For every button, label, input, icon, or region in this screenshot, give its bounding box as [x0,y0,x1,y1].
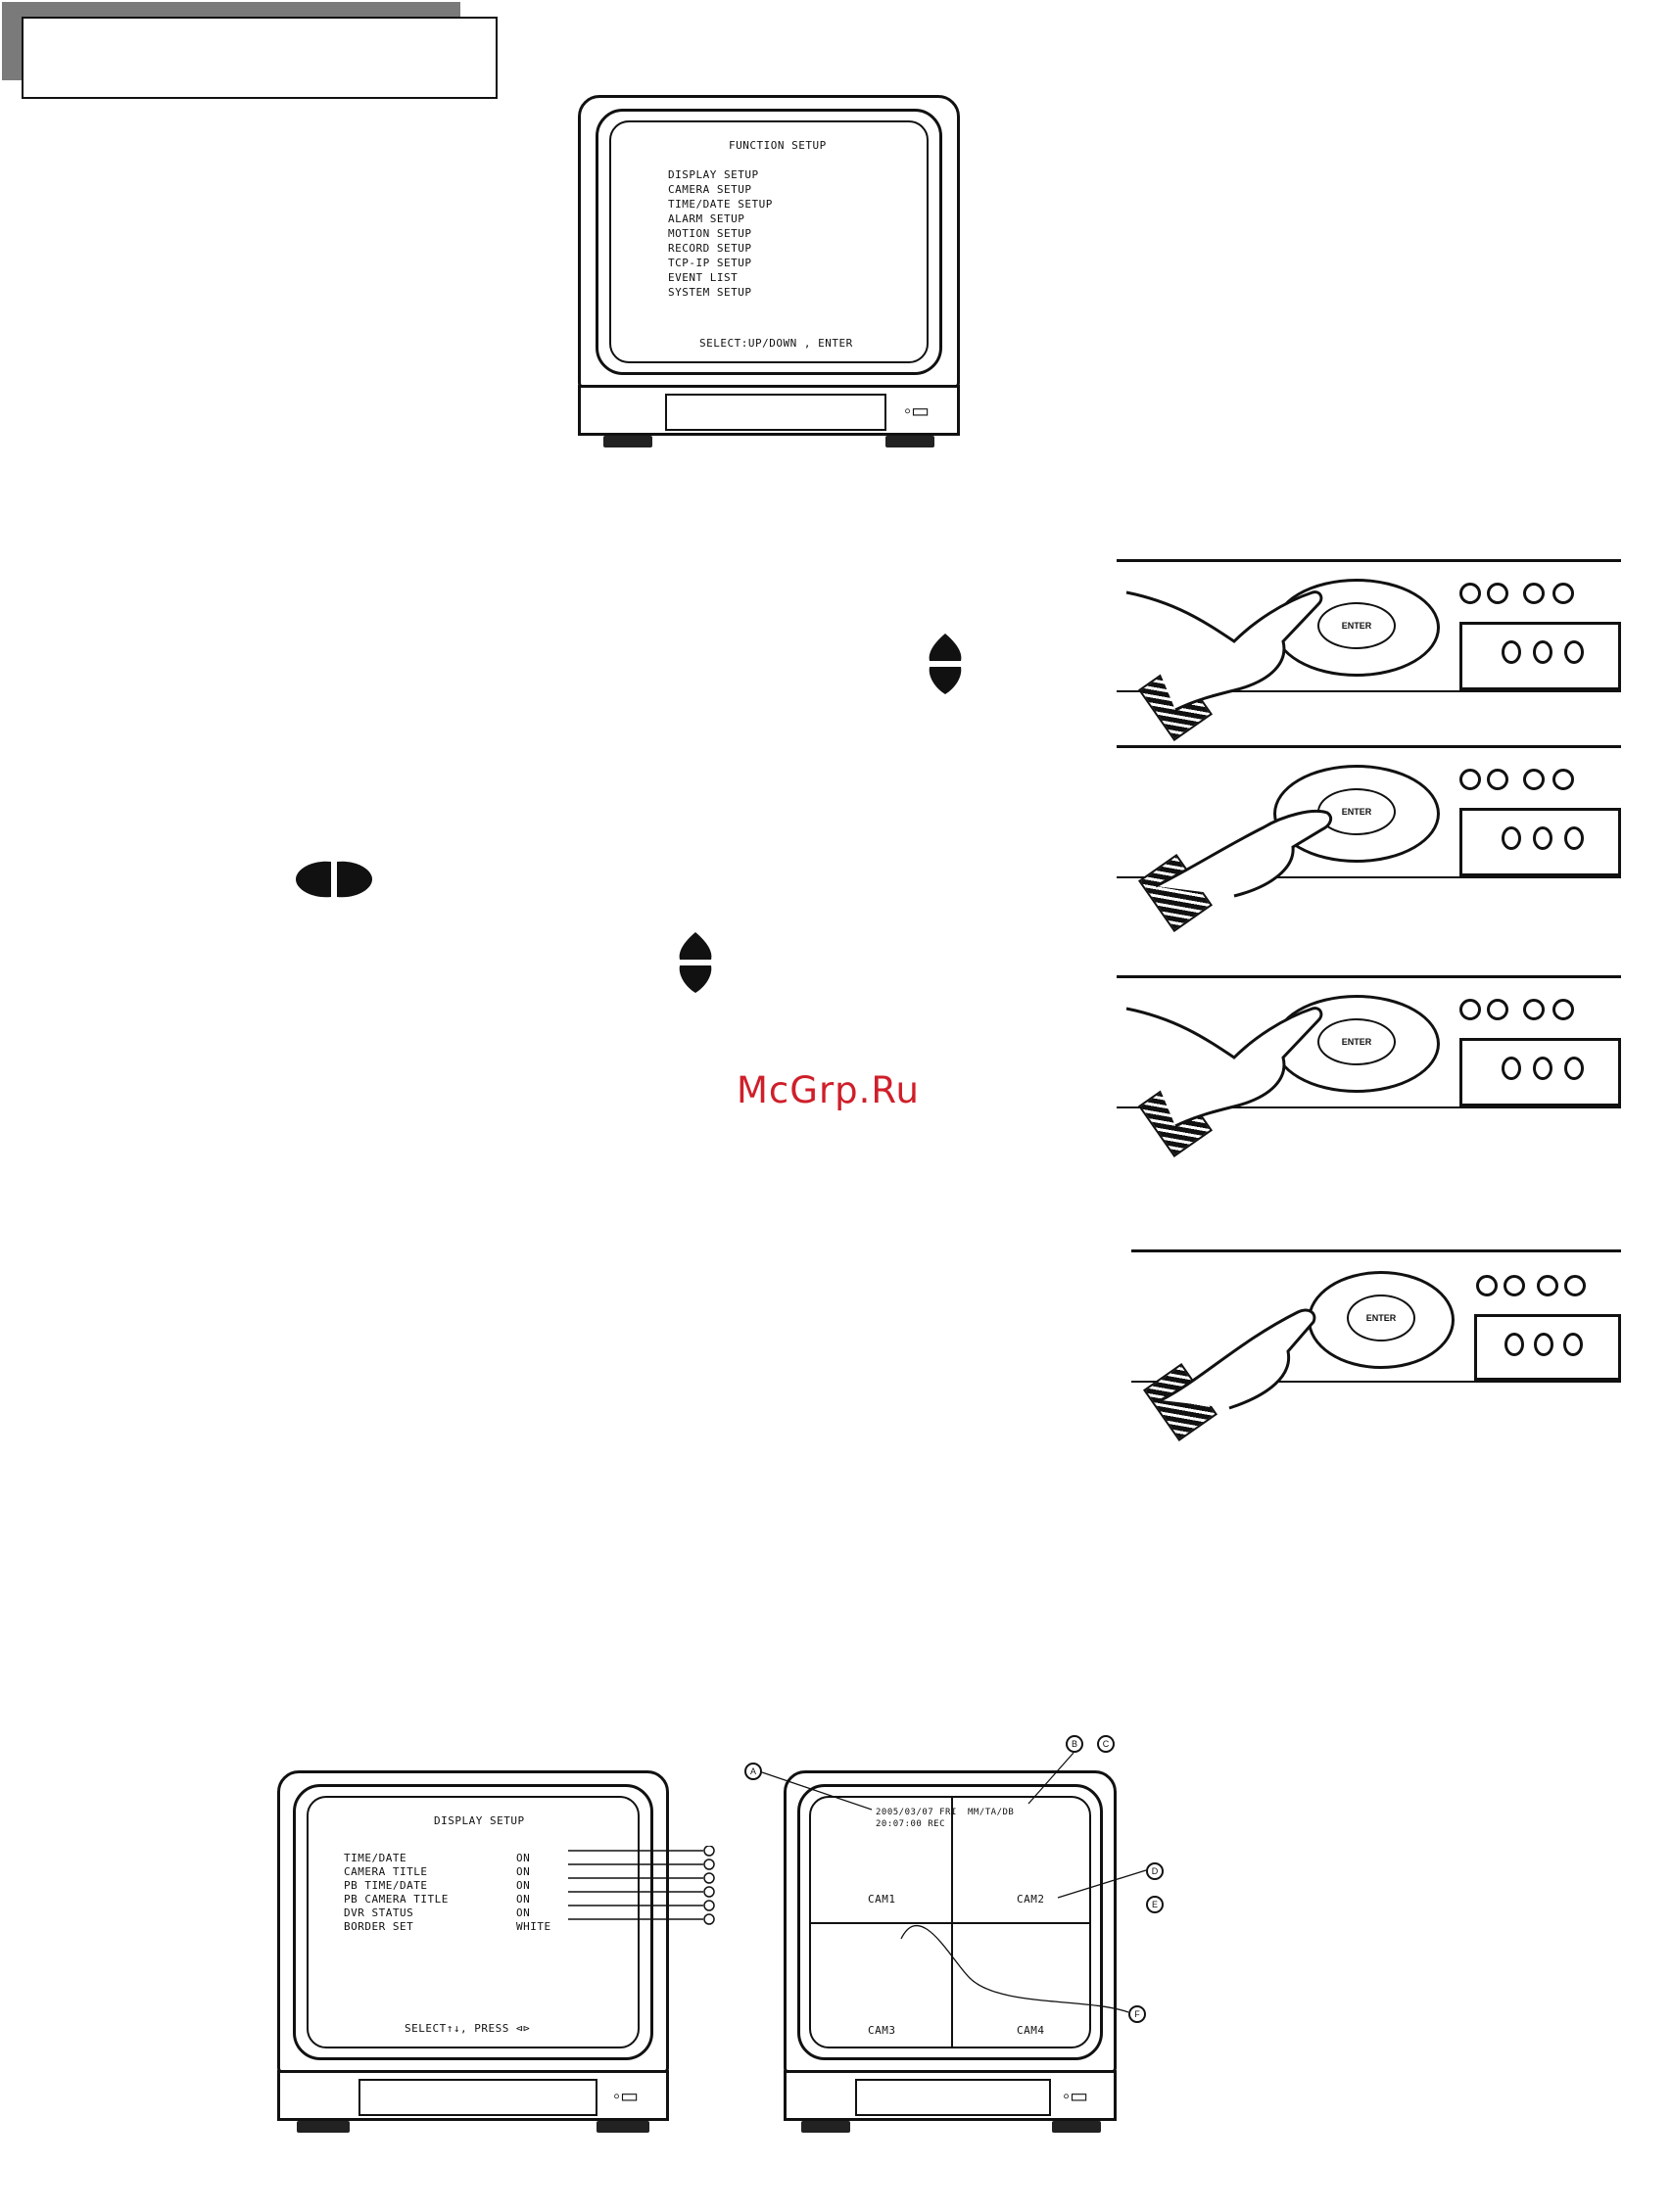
header-box [22,17,498,99]
monitor-foot [597,2121,649,2133]
callout-c: C [1097,1735,1115,1753]
monitor-base: ◦▭ [277,2070,669,2121]
menu-item: TCP-IP SETUP [668,257,752,269]
menu-item: SYSTEM SETUP [668,286,752,299]
setting-value: ON [516,1865,531,1878]
callout-f: F [1128,2005,1146,2023]
quad-view-leader-lines [761,1752,1147,2013]
menu-item: ALARM SETUP [668,212,745,225]
menu-item: CAMERA SETUP [668,183,752,196]
setting-value: WHITE [516,1920,551,1933]
menu-item: TIME/DATE SETUP [668,198,773,211]
monitor-bezel [797,1784,1103,2060]
camera-title: CAM4 [1017,2024,1045,2037]
dvr-panel-press-left: ENTER [1131,1244,1621,1441]
monitor-panel [665,394,886,431]
monitor-foot [297,2121,350,2133]
dvr-panel-press-enter: ENTER [1117,739,1621,932]
pointing-hand-icon [1155,809,1333,898]
enter-button: ENTER [1347,1294,1415,1341]
power-button-icon: ◦▭ [1063,2086,1088,2107]
pointing-hand-icon [1125,590,1323,712]
menu-item: MOTION SETUP [668,227,752,240]
enter-button: ENTER [1317,1018,1396,1065]
display-setup-hint: SELECT↑↓, PRESS ⊲⊳ [405,2022,531,2035]
osd-date: 2005/03/07 FRI [876,1808,957,1817]
monitor-function-setup: FUNCTION SETUP DISPLAY SETUP CAMERA SETU… [578,95,960,447]
monitor-screen: 2005/03/07 FRI 20:07:00 REC MM/TA/DB CAM… [809,1796,1091,2048]
up-down-arrow-icon [929,634,962,694]
display-setup-leader-lines [568,1846,715,1925]
callout-d: D [1146,1862,1164,1880]
osd-status: MM/TA/DB [968,1808,1015,1817]
callout-e: E [1146,1896,1164,1913]
menu-item: RECORD SETUP [668,242,752,255]
setting-value: ON [516,1906,531,1919]
setting-label: CAMERA TITLE [344,1865,428,1878]
camera-title: CAM2 [1017,1893,1045,1906]
monitor-panel [855,2079,1051,2116]
monitor-screen: FUNCTION SETUP DISPLAY SETUP CAMERA SETU… [609,120,929,363]
monitor-foot [603,436,652,447]
monitor-base: ◦▭ [784,2070,1117,2121]
menu-item: EVENT LIST [668,271,739,284]
pointing-hand-icon [1125,1007,1323,1128]
monitor-display-setup: DISPLAY SETUP TIME/DATE CAMERA TITLE PB … [277,1770,669,2133]
power-button-icon: ◦▭ [904,400,930,422]
power-button-icon: ◦▭ [613,2086,639,2107]
setting-value: ON [516,1893,531,1906]
monitor-panel [358,2079,597,2116]
dvr-panel-press-up: ENTER [1117,553,1621,741]
enter-button: ENTER [1317,602,1396,649]
setting-label: BORDER SET [344,1920,414,1933]
monitor-base: ◦▭ [578,385,960,436]
monitor-foot [1052,2121,1101,2133]
setting-label: PB TIME/DATE [344,1879,428,1892]
menu-title: FUNCTION SETUP [729,139,827,152]
setting-value: ON [516,1852,531,1864]
monitor-screen: DISPLAY SETUP TIME/DATE CAMERA TITLE PB … [307,1796,640,2048]
setting-label: TIME/DATE [344,1852,407,1864]
menu-item: DISPLAY SETUP [668,168,759,181]
callout-b: B [1066,1735,1083,1753]
up-down-arrow-icon [679,932,712,993]
callout-a: A [744,1763,762,1780]
setting-label: DVR STATUS [344,1906,414,1919]
pointing-hand-icon [1160,1308,1316,1410]
left-right-arrow-icon [296,861,372,898]
setting-value: ON [516,1879,531,1892]
monitor-bezel [596,109,942,375]
osd-time: 20:07:00 REC [876,1819,946,1829]
setting-label: PB CAMERA TITLE [344,1893,449,1906]
monitor-foot [801,2121,850,2133]
monitor-foot [885,436,934,447]
camera-title: CAM3 [868,2024,896,2037]
display-setup-title: DISPLAY SETUP [434,1814,525,1827]
watermark: McGrp.Ru [737,1069,920,1111]
camera-title: CAM1 [868,1893,896,1906]
monitor-quad-view: 2005/03/07 FRI 20:07:00 REC MM/TA/DB CAM… [784,1770,1117,2133]
monitor-bezel [293,1784,653,2060]
menu-hint: SELECT:UP/DOWN , ENTER [699,337,853,350]
dvr-panel-press-up-again: ENTER [1117,969,1621,1157]
